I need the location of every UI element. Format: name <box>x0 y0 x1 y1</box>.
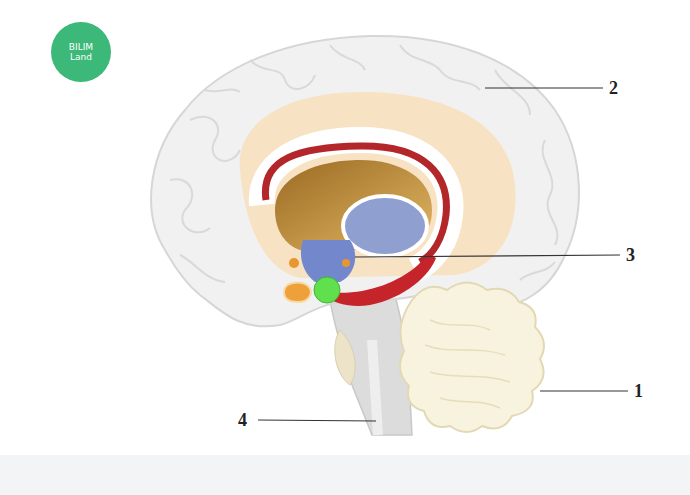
white-matter-band <box>262 140 451 270</box>
callout-number: 1 <box>634 382 643 400</box>
logo-text: BILIM Land <box>62 42 100 63</box>
pituitary <box>284 283 311 302</box>
callout-number: 3 <box>626 246 635 264</box>
amygdala <box>314 277 340 303</box>
corpus-callosum <box>265 146 446 262</box>
gyri <box>170 45 557 282</box>
cerebellum <box>400 283 544 433</box>
cerebrum <box>151 36 579 326</box>
callout-number: 4 <box>238 411 247 429</box>
blue-oval <box>343 196 427 256</box>
logo-circle: BILIM Land <box>51 22 111 82</box>
orange-dot <box>342 259 350 267</box>
callout-number: 2 <box>609 79 618 97</box>
orange-dot <box>289 258 299 268</box>
cortex-region <box>240 92 516 278</box>
cerebellum-folds <box>425 320 510 408</box>
leader-lines <box>258 88 628 421</box>
hypothalamus <box>301 240 355 282</box>
pons <box>335 330 355 385</box>
bottom-band <box>0 455 690 495</box>
